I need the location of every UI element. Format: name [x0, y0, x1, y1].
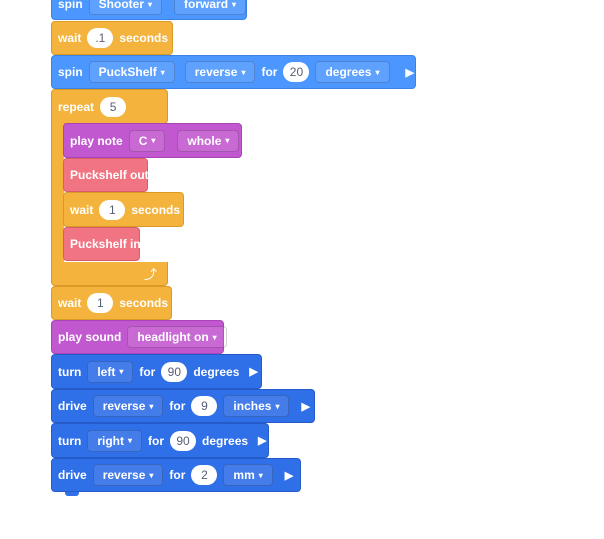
for-label: for	[148, 433, 165, 448]
play-icon[interactable]: ▶	[249, 366, 258, 378]
turn-direction-dropdown[interactable]: right▾	[87, 429, 143, 452]
repeat-arm	[51, 123, 64, 263]
repeat-footer: ⤴	[51, 262, 168, 286]
play-note-label: play note	[70, 133, 123, 148]
drive-reverse-block[interactable]: drive reverse▾ for 9 inches▾ ▶	[51, 389, 315, 423]
note-length-dropdown[interactable]: whole▾	[177, 129, 240, 152]
direction-dropdown[interactable]: forward▾	[174, 0, 247, 15]
turn-left-block[interactable]: turn left▾ for 90 degrees ▶	[51, 354, 262, 389]
wait-label: wait	[70, 202, 94, 217]
chevron-down-icon: ▾	[241, 67, 246, 77]
chevron-down-icon: ▾	[225, 136, 230, 145]
distance-unit-dropdown[interactable]: inches▾	[223, 395, 290, 417]
repeat-block[interactable]: repeat 5	[51, 89, 168, 124]
chevron-down-icon: ▾	[151, 136, 156, 145]
spin-label: spin	[58, 65, 83, 79]
play-icon[interactable]: ▶	[258, 435, 267, 447]
seconds-label: seconds	[119, 296, 169, 310]
for-label: for	[261, 65, 278, 79]
chevron-down-icon: ▾	[160, 67, 165, 77]
turn-label: turn	[58, 364, 82, 379]
spin-puckshelf-block[interactable]: spin PuckShelf▾ reverse▾ for 20 degrees▾…	[51, 55, 416, 89]
seconds-label: seconds	[131, 202, 181, 217]
wait-block[interactable]: wait 1 seconds	[63, 192, 184, 227]
chevron-down-icon: ▾	[232, 0, 237, 9]
puckshelf-out-block[interactable]: Puckshelf out	[63, 158, 149, 192]
wait-block[interactable]: wait .1 seconds	[51, 21, 173, 55]
chevron-down-icon: ▾	[258, 470, 263, 480]
turn-right-block[interactable]: turn right▾ for 90 degrees ▶	[51, 423, 269, 458]
degrees-label: degrees	[202, 433, 249, 448]
motor-dropdown[interactable]: Shooter▾	[88, 0, 163, 15]
for-label: for	[139, 364, 156, 379]
chevron-down-icon: ▾	[119, 367, 124, 376]
turn-label: turn	[58, 433, 82, 448]
drive-label: drive	[58, 468, 87, 482]
wait-block[interactable]: wait 1 seconds	[51, 286, 172, 320]
amount-input[interactable]: 20	[283, 62, 310, 82]
degrees-label: degrees	[193, 364, 240, 379]
play-sound-block[interactable]: play sound headlight on▾	[51, 320, 227, 354]
spin-shooter-block[interactable]: spin Shooter▾ forward▾	[51, 0, 247, 20]
repeat-count-input[interactable]: 5	[100, 96, 127, 117]
for-label: for	[169, 468, 186, 482]
play-icon[interactable]: ▶	[301, 400, 310, 413]
puckshelf-out-label: Puckshelf out	[70, 168, 149, 182]
direction-dropdown[interactable]: reverse▾	[184, 61, 256, 83]
spin-label: spin	[58, 0, 83, 11]
sound-dropdown[interactable]: headlight on▾	[127, 326, 227, 348]
motor-dropdown[interactable]: PuckShelf▾	[88, 61, 175, 83]
chevron-down-icon: ▾	[149, 401, 154, 411]
distance-input[interactable]: 9	[191, 396, 218, 416]
drive-reverse-block[interactable]: drive reverse▾ for 2 mm▾ ▶	[51, 458, 301, 492]
loop-arrow-icon: ⤴	[143, 267, 157, 282]
amount-input[interactable]: 90	[170, 430, 197, 451]
distance-input[interactable]: 2	[191, 465, 218, 485]
play-note-block[interactable]: play note C▾ whole▾	[63, 123, 242, 158]
drive-direction-dropdown[interactable]: reverse▾	[92, 464, 164, 486]
block-notch	[65, 492, 79, 496]
chevron-down-icon: ▾	[148, 0, 153, 9]
chevron-down-icon: ▾	[212, 332, 217, 342]
puckshelf-in-label: Puckshelf in	[70, 237, 141, 251]
note-dropdown[interactable]: C▾	[128, 129, 166, 152]
turn-direction-dropdown[interactable]: left▾	[87, 360, 134, 383]
seconds-label: seconds	[119, 31, 169, 45]
for-label: for	[169, 399, 186, 413]
wait-seconds-input[interactable]: 1	[99, 199, 126, 220]
distance-unit-dropdown[interactable]: mm▾	[223, 464, 273, 486]
play-icon[interactable]: ▶	[284, 469, 294, 482]
amount-input[interactable]: 90	[161, 361, 188, 382]
play-sound-label: play sound	[58, 330, 122, 344]
repeat-label: repeat	[58, 99, 95, 114]
wait-label: wait	[58, 296, 82, 310]
wait-seconds-input[interactable]: 1	[87, 293, 114, 313]
chevron-down-icon: ▾	[149, 470, 154, 480]
chevron-down-icon: ▾	[128, 436, 133, 445]
wait-label: wait	[58, 31, 82, 45]
chevron-down-icon: ▾	[275, 401, 280, 411]
unit-dropdown[interactable]: degrees▾	[315, 61, 390, 83]
puckshelf-in-block[interactable]: Puckshelf in	[63, 227, 141, 261]
drive-direction-dropdown[interactable]: reverse▾	[92, 395, 164, 417]
wait-seconds-input[interactable]: .1	[87, 28, 114, 48]
chevron-down-icon: ▾	[375, 67, 380, 77]
drive-label: drive	[58, 399, 87, 413]
play-icon[interactable]: ▶	[405, 66, 414, 79]
